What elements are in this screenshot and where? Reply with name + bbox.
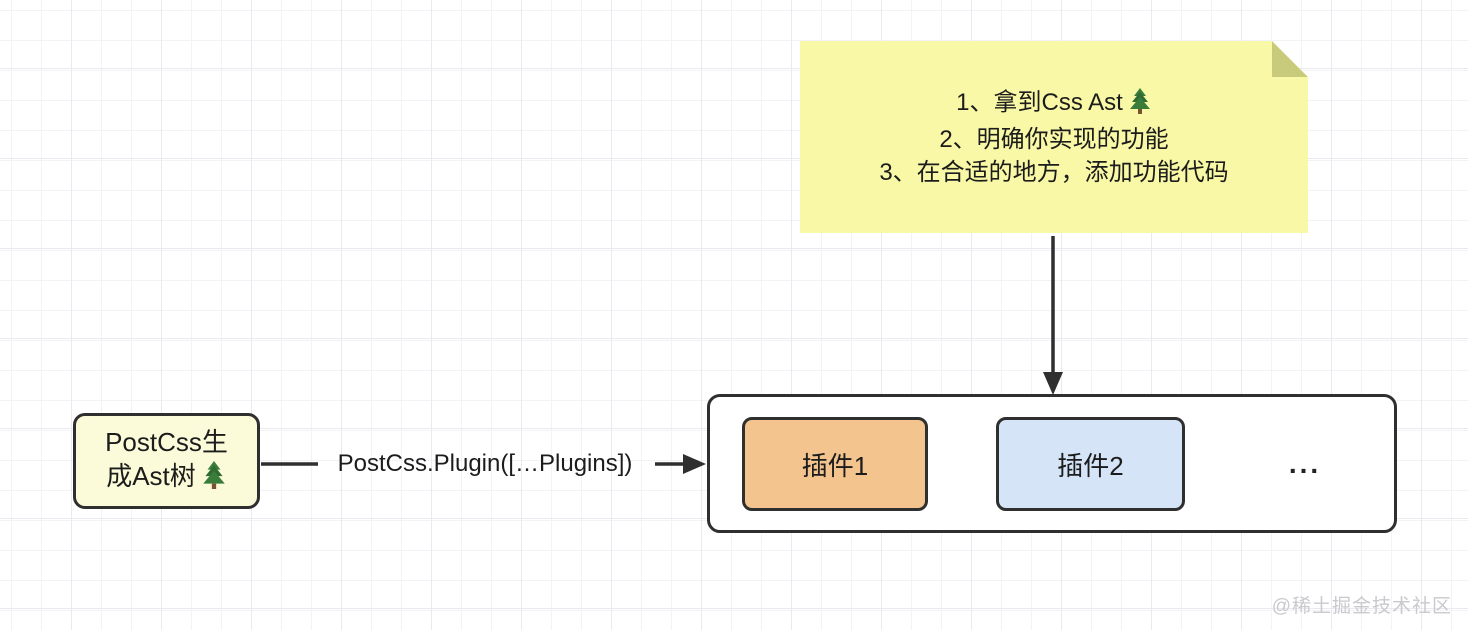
watermark: @稀土掘金技术社区 [1271,596,1452,617]
note-line-2: 2、明确你实现的功能 [939,125,1169,153]
flow-arrow-label: PostCss.Plugin([…Plugins]) [337,450,633,477]
postcss-ast-box-line-2: 成Ast树 [106,459,227,497]
note-line-1: 1、拿到Css Ast [956,86,1152,123]
note-line-3: 3、在合适的地方，添加功能代码 [879,158,1229,186]
note-line-1-text: 1、拿到Css Ast [956,88,1123,116]
more-plugins-ellipsis: ... [1288,448,1322,479]
plugins-container[interactable]: 插件1 插件2 ... [707,394,1397,533]
arrow-note-to-container-head [1043,372,1063,395]
tree-icon [1128,88,1152,123]
arrow-label-to-container-head [683,454,706,474]
postcss-ast-box-line-2-text: 成Ast树 [106,461,196,491]
postcss-ast-box-line-1: PostCss生 [105,427,228,457]
plugin-2-box[interactable]: 插件2 [996,417,1185,511]
sticky-note[interactable]: 1、拿到Css Ast 2、明确你实现的功能 3、在合适的地方，添加功能代码 [800,41,1308,233]
tree-icon [201,461,227,497]
postcss-ast-box[interactable]: PostCss生 成Ast树 [73,413,260,509]
plugin-1-box[interactable]: 插件1 [742,417,928,511]
